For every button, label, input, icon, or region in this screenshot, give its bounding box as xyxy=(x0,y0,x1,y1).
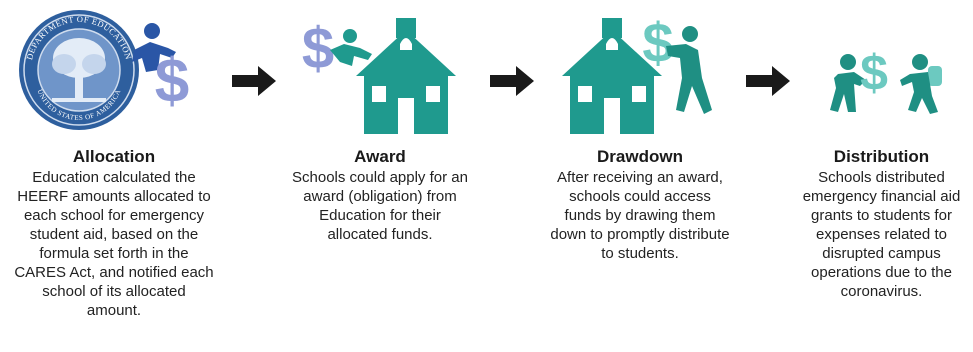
step-title: Allocation xyxy=(72,147,156,166)
step-description: Education calculated the HEERF amounts a… xyxy=(14,169,214,319)
dollar-sign-icon: $ xyxy=(155,47,189,116)
person-giving-dollar-icon xyxy=(830,54,866,112)
step-drawdown: $ Drawdown After receiving an award, sch… xyxy=(540,0,750,352)
person-pulling-dollar-icon xyxy=(666,26,712,114)
arrow-right-icon xyxy=(746,66,790,96)
arrow-right-icon xyxy=(232,66,276,96)
step-title: Award xyxy=(354,147,406,166)
dollar-sign-icon: $ xyxy=(860,45,888,101)
student-with-backpack-icon xyxy=(900,54,942,114)
dollar-sign-icon: $ xyxy=(642,11,673,74)
step-distribution: $ Distribution Schools distributed emerg… xyxy=(790,0,973,352)
person-carrying-dollar-icon: $ xyxy=(132,23,189,116)
step-description: After receiving an award, schools could … xyxy=(550,169,730,262)
allocation-illustration: DEPARTMENT OF EDUCATION UNITED STATES OF… xyxy=(19,10,189,130)
department-of-education-seal: DEPARTMENT OF EDUCATION UNITED STATES OF… xyxy=(19,10,139,130)
drawdown-illustration: $ xyxy=(562,11,712,134)
dollar-sign-icon: $ xyxy=(302,16,334,81)
person-handing-dollar-icon xyxy=(330,29,372,66)
step-title: Distribution xyxy=(833,147,930,166)
schoolhouse-icon xyxy=(562,18,662,134)
distribution-illustration: $ xyxy=(830,45,942,114)
step-description: Schools distributed emergency financial … xyxy=(802,169,961,300)
step-allocation: DEPARTMENT OF EDUCATION UNITED STATES OF… xyxy=(0,0,230,352)
award-illustration: $ xyxy=(302,16,456,134)
step-title: Drawdown xyxy=(597,147,683,166)
schoolhouse-icon xyxy=(356,18,456,134)
step-award: $ Award Schools could apply for an award… xyxy=(280,0,490,352)
arrow-right-icon xyxy=(490,66,534,96)
step-description: Schools could apply for an award (obliga… xyxy=(292,169,468,243)
